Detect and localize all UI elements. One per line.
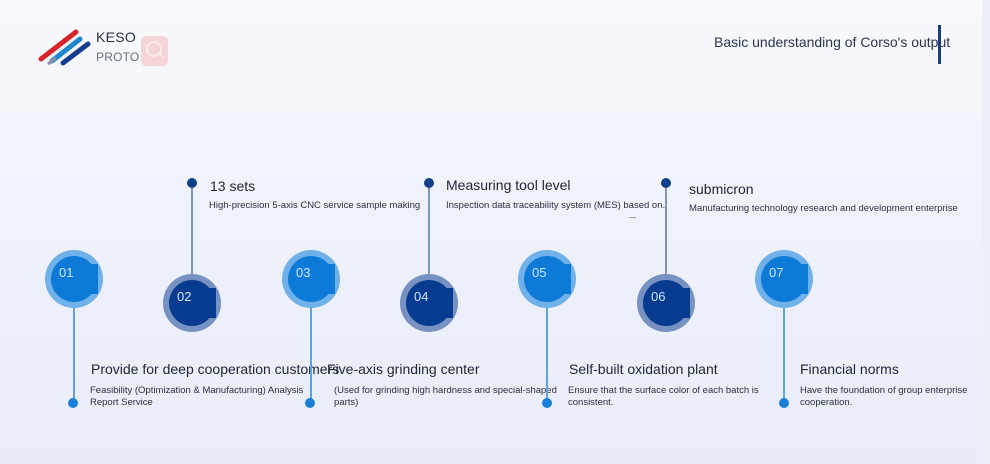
timeline-node-01: 01 [45,250,103,308]
timeline-connector [73,300,75,400]
timeline-node-02: 02 [163,274,221,332]
timeline-dot [187,178,197,188]
timeline-description: (Used for grinding high hardness and spe… [334,385,557,408]
timeline-description: Ensure that the surface color of each ba… [568,385,759,408]
timeline-description: Have the foundation of group enterprise … [800,385,968,408]
timeline-connector [665,184,667,278]
node-number: 04 [414,289,429,304]
timeline-node-05: 05 [518,250,576,308]
timeline-node-03: 03 [282,250,340,308]
timeline-node-04: 04 [400,274,458,332]
timeline-description: Feasibility (Optimization & Manufacturin… [90,385,304,408]
timeline-node-06: 06 [637,274,695,332]
timeline-title: 13 sets [210,178,256,194]
timeline-title: Self-built oxidation plant [569,361,718,377]
timeline-dot [542,398,552,408]
logo-text-proto: PROTO [96,50,140,64]
timeline-dot [424,178,434,188]
timeline-title: Financial norms [800,361,899,377]
timeline-connector [546,300,548,400]
page-title: Basic understanding of Corso's output [714,34,951,50]
timeline-connector [783,300,785,400]
node-number: 01 [59,265,74,280]
timeline-title: Provide for deep cooperation customers [91,361,340,377]
node-number: 02 [177,289,192,304]
timeline-connector [428,184,430,278]
node-number: 07 [769,265,784,280]
timeline-dot [779,398,789,408]
logo: KESO PROTO [38,27,140,73]
text-cursor [938,25,941,64]
logo-text-keso: KESO [96,29,137,45]
decorative-dash [629,217,636,218]
timeline-title: submicron [689,181,754,197]
timeline-dot [661,178,671,188]
node-number: 05 [532,265,547,280]
timeline-dot [68,398,78,408]
logo-stripes-icon [38,29,91,66]
right-edge-panel [982,0,990,464]
timeline-title: Five-axis grinding center [327,361,480,377]
timeline-title: Measuring tool level [446,177,571,193]
timeline-connector [191,184,193,278]
timeline-description: Inspection data traceability system (MES… [446,200,666,211]
node-number: 06 [651,289,666,304]
node-number: 03 [296,265,311,280]
timeline-description: Manufacturing technology research and de… [689,203,958,214]
timeline-description: High-precision 5-axis CNC service sample… [209,200,421,211]
timeline-dot [305,398,315,408]
timeline-connector [310,300,312,400]
search-icon[interactable] [141,36,168,66]
timeline-node-07: 07 [755,250,813,308]
